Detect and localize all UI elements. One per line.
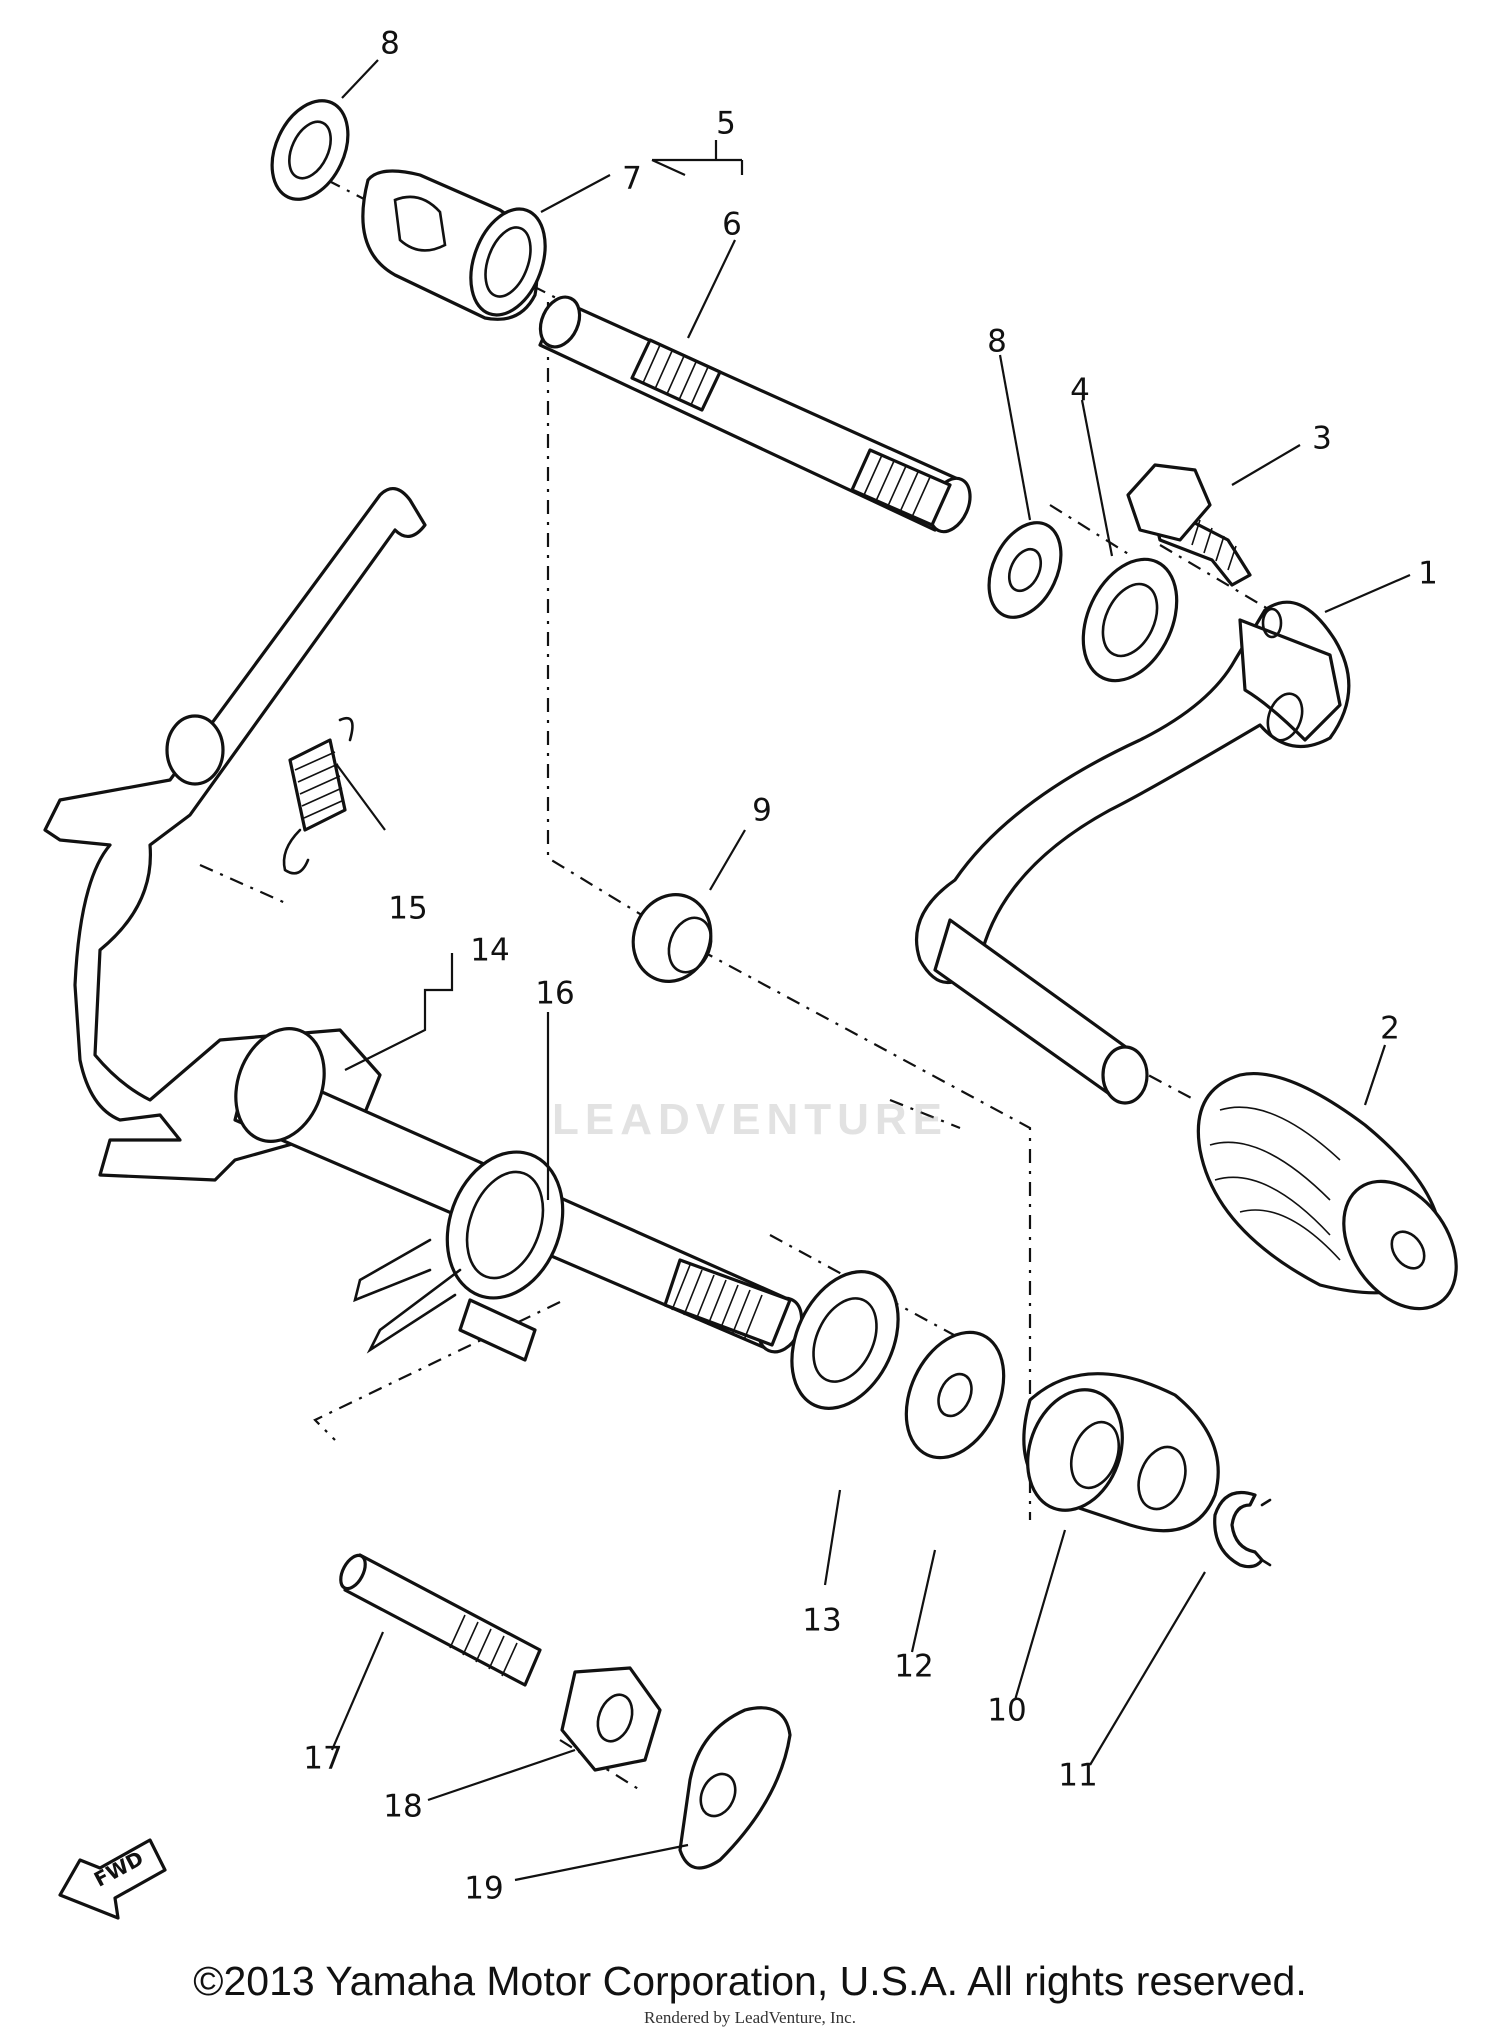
stud-17 — [339, 1553, 542, 1687]
return-spring-16 — [353, 1150, 565, 1362]
shaft-6 — [538, 295, 972, 534]
callout-2: 2 — [1380, 1011, 1400, 1047]
callout-4: 4 — [1070, 373, 1090, 409]
callout-12: 12 — [894, 1649, 933, 1685]
callout-9: 9 — [752, 793, 772, 829]
callout-14: 14 — [470, 933, 509, 969]
callout-17: 17 — [303, 1741, 342, 1777]
plate-19 — [678, 1706, 792, 1870]
washer-8-middle — [987, 521, 1063, 619]
boot-7 — [361, 169, 547, 321]
lever-10 — [1022, 1372, 1220, 1533]
fwd-arrow-icon: FWD — [58, 1838, 167, 1920]
shift-pedal-1 — [915, 600, 1351, 1105]
callout-13: 13 — [802, 1603, 841, 1639]
oil-seal-4 — [1081, 557, 1179, 683]
spring-15 — [282, 716, 354, 875]
callout-11: 11 — [1058, 1758, 1097, 1794]
collar-9 — [631, 893, 713, 983]
circlip-11 — [1213, 1490, 1272, 1569]
callout-6: 6 — [722, 207, 742, 243]
copyright-notice: ©2013 Yamaha Motor Corporation, U.S.A. A… — [193, 1958, 1307, 2004]
pedal-rubber-2 — [1196, 1072, 1458, 1311]
callout-18: 18 — [383, 1789, 422, 1825]
washer-12 — [904, 1330, 1006, 1460]
callouts: 1 2 3 4 5 6 7 8 8 9 10 11 12 13 14 15 16… — [303, 26, 1438, 1907]
oil-seal-13 — [790, 1270, 900, 1410]
watermark: LEADVENTURE — [551, 1095, 949, 1144]
nut-18 — [560, 1666, 662, 1772]
callout-1: 1 — [1418, 556, 1438, 592]
callout-5: 5 — [716, 106, 736, 142]
callout-7: 7 — [622, 161, 642, 197]
callout-8-middle: 8 — [987, 324, 1007, 360]
callout-10: 10 — [987, 1693, 1026, 1729]
callout-15: 15 — [388, 891, 427, 927]
callout-3: 3 — [1312, 421, 1332, 457]
callout-19: 19 — [464, 1871, 503, 1907]
washer-8-top — [270, 99, 350, 201]
callout-16: 16 — [535, 976, 574, 1012]
bolt-3 — [1126, 463, 1252, 587]
leader-lines — [330, 59, 1411, 1882]
callout-8-top: 8 — [380, 26, 400, 62]
render-note: Rendered by LeadVenture, Inc. — [644, 2008, 856, 2027]
